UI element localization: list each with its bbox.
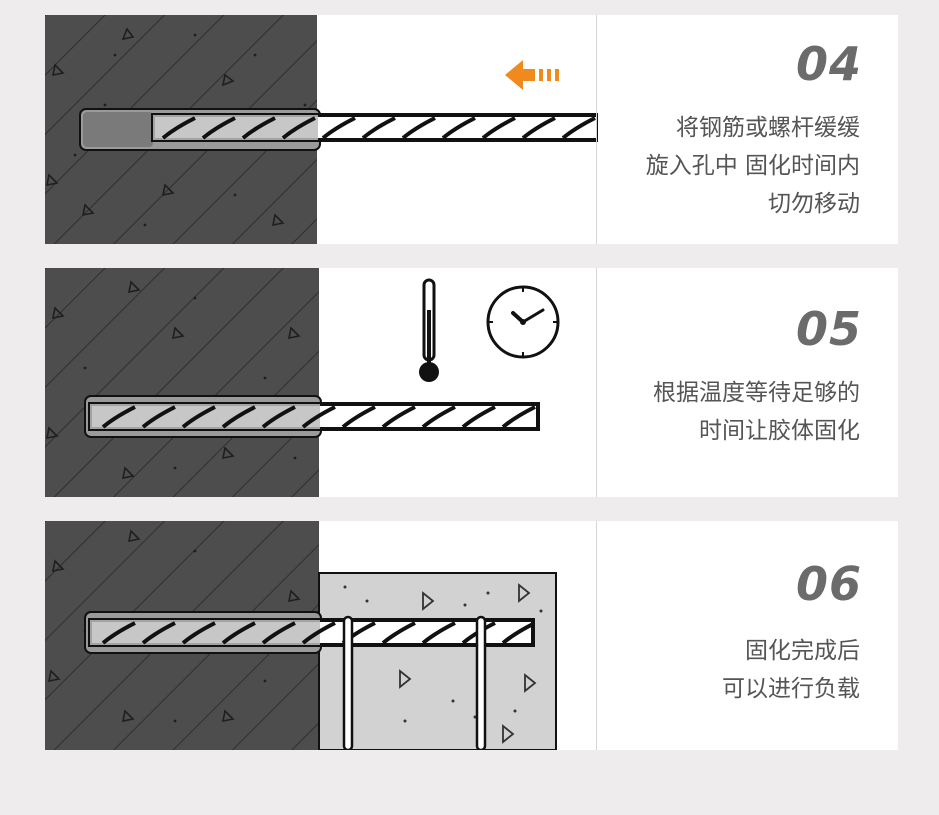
step-description: 固化完成后 可以进行负载 <box>580 632 860 708</box>
panel-divider <box>596 15 597 244</box>
step-description-line: 切勿移动 <box>768 191 860 217</box>
new-concrete-slab <box>318 572 557 750</box>
step-05-illustration <box>45 268 560 497</box>
step-description-line: 将钢筋或螺杆缓缓 <box>676 115 860 141</box>
step-description: 将钢筋或螺杆缓缓 旋入孔中 固化时间内 切勿移动 <box>580 109 860 223</box>
step-description-line: 旋入孔中 固化时间内 <box>645 153 860 179</box>
step-panel-06: 06 固化完成后 可以进行负载 <box>45 521 898 750</box>
step-panel-04: 04 将钢筋或螺杆缓缓 旋入孔中 固化时间内 切勿移动 <box>45 15 898 244</box>
panel-divider <box>596 268 597 497</box>
rebar <box>88 618 535 647</box>
step-number: 04 <box>795 37 862 91</box>
step-06-illustration <box>45 521 557 750</box>
step-description-line: 固化完成后 <box>745 638 860 664</box>
step-description-line: 时间让胶体固化 <box>699 418 860 444</box>
step-number: 05 <box>795 302 862 356</box>
stirrup-bars <box>342 615 487 750</box>
rebar <box>88 402 540 431</box>
rebar <box>151 113 598 142</box>
thermometer-icon <box>419 278 439 382</box>
step-description: 根据温度等待足够的 时间让胶体固化 <box>580 374 860 450</box>
step-description-line: 根据温度等待足够的 <box>653 380 860 406</box>
insert-arrow-icon <box>505 60 559 90</box>
step-number: 06 <box>795 557 862 611</box>
concrete-wall <box>45 268 319 497</box>
panel-divider <box>596 521 597 750</box>
step-04-illustration <box>45 15 598 244</box>
clock-icon <box>486 285 560 359</box>
step-panel-05: 05 根据温度等待足够的 时间让胶体固化 <box>45 268 898 497</box>
step-description-line: 可以进行负载 <box>722 676 860 702</box>
